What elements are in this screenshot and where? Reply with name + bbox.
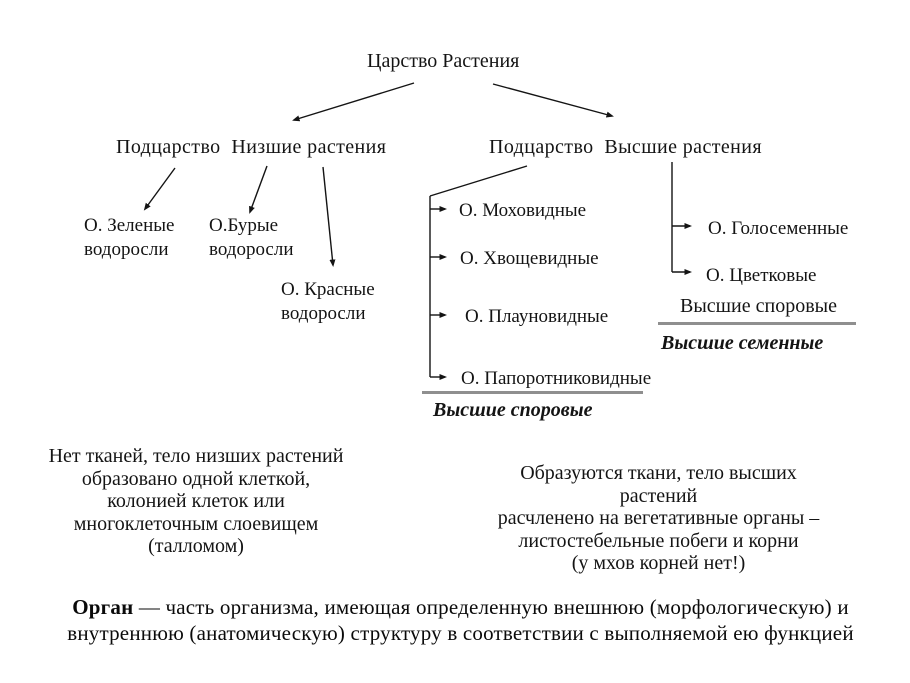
higher-spore-group-label: Высшие споровые bbox=[433, 399, 593, 421]
organ-term: Орган bbox=[72, 595, 134, 619]
order-red-algae-label: О. Красные водоросли bbox=[281, 279, 375, 324]
organ-definition-line1: Орган — часть организма, имеющая определ… bbox=[58, 594, 863, 620]
order-green-algae-label: О. Зеленые водоросли bbox=[84, 215, 175, 260]
order-ferns-label: О. Папоротниковидные bbox=[461, 368, 652, 389]
seed-group-note-above-rule: Высшие споровые bbox=[680, 295, 837, 317]
subkingdom-lower-plants-label: Подцарство Низшие растения bbox=[116, 136, 387, 158]
order-brown-algae-label: О.Бурые водоросли bbox=[209, 215, 294, 260]
subkingdom-higher-plants-label: Подцарство Высшие растения bbox=[489, 136, 762, 158]
arrow-lower-to-brown-algae bbox=[249, 165, 268, 214]
organ-definition: Орган — часть организма, имеющая определ… bbox=[58, 594, 863, 646]
order-mosses-label: О. Моховидные bbox=[459, 200, 587, 221]
lower-plants-note: Нет тканей, тело низших растений образов… bbox=[48, 445, 344, 557]
order-horsetails-label: О. Хвощевидные bbox=[460, 248, 599, 269]
higher-seed-group-label: Высшие семенные bbox=[661, 332, 824, 354]
arrow-kingdom-to-lower bbox=[292, 82, 415, 122]
seed-group-underline bbox=[658, 322, 856, 325]
higher-plants-note: Образуются ткани, тело высших растений р… bbox=[497, 462, 820, 574]
order-clubmosses-label: О. Плауновидные bbox=[465, 306, 609, 327]
arrow-kingdom-to-higher bbox=[492, 83, 614, 118]
connector-higher-to-spore-bracket bbox=[429, 165, 528, 197]
arrow-lower-to-green-algae bbox=[143, 167, 176, 211]
order-flowering-label: О. Цветковые bbox=[706, 265, 817, 286]
order-gymnosperms-label: О. Голосеменные bbox=[708, 218, 849, 239]
spore-group-underline bbox=[422, 391, 643, 394]
arrow-lower-to-red-algae bbox=[322, 166, 336, 267]
organ-definition-line2: внутреннюю (анатомическую) структуру в с… bbox=[67, 621, 854, 645]
kingdom-title: Царство Растения bbox=[367, 50, 520, 72]
organ-definition-rest: — часть организма, имеющая определенную … bbox=[133, 595, 849, 619]
